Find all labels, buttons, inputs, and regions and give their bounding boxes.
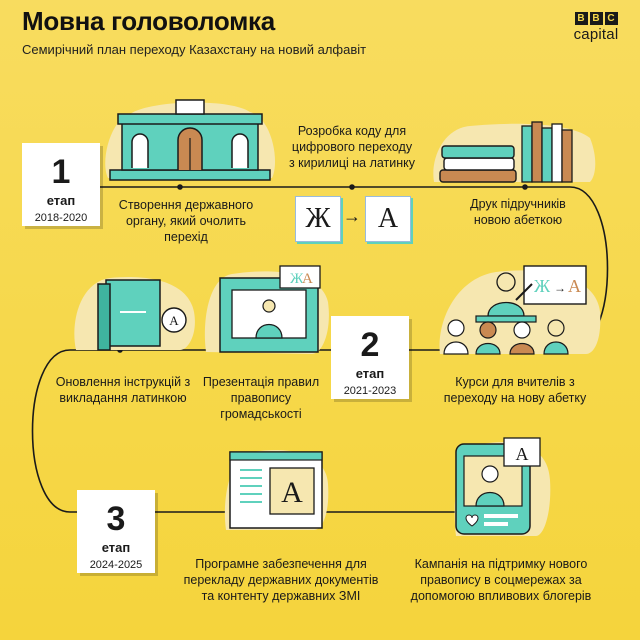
teacher-course-icon: Ж → A xyxy=(439,265,601,355)
stage-label: етап xyxy=(101,540,131,555)
step-software: Програмне забезпечення для перекладу дер… xyxy=(183,557,379,603)
step-develop-code: Розробка коду для цифрового переходу з к… xyxy=(288,124,416,170)
phone-campaign-icon: A xyxy=(454,437,551,536)
logo-letter: B xyxy=(589,12,603,25)
logo-letter: C xyxy=(604,12,618,25)
svg-text:Ж: Ж xyxy=(290,271,304,287)
logo-capital: capital xyxy=(573,26,619,43)
stage-number: 2 xyxy=(360,326,380,364)
stage-years: 2021-2023 xyxy=(343,385,397,397)
timeline-dot xyxy=(522,184,528,190)
stage-years: 2018-2020 xyxy=(34,212,88,224)
stage-card-2: 2 етап 2021-2023 xyxy=(331,316,409,399)
stage-label: етап xyxy=(46,193,76,208)
svg-text:A: A xyxy=(281,476,303,509)
page-subtitle: Семирічний план переходу Казахстану на н… xyxy=(22,42,367,57)
step-present-rules: Презентація правил правопису громадськос… xyxy=(202,375,320,421)
instruction-book-icon: A xyxy=(74,277,195,351)
newspaper-icon: A xyxy=(224,450,329,530)
cyrillic-letter: Ж xyxy=(295,196,341,242)
stage-label: етап xyxy=(355,366,385,381)
timeline-dot xyxy=(177,184,183,190)
latin-letter: A xyxy=(365,196,411,242)
step-create-body: Створення державного органу, який очолит… xyxy=(118,198,254,244)
cyrillic-to-latin-graphic: Ж → A xyxy=(295,196,413,248)
step-update-instructions: Оновлення інструкцій з викладання латинк… xyxy=(55,375,191,405)
svg-text:A: A xyxy=(169,313,179,328)
arrow-icon: → xyxy=(343,206,361,226)
step-campaign: Кампанія на підтримку нового правопису в… xyxy=(410,557,592,603)
presentation-screen-icon: Ж A xyxy=(204,265,329,354)
stage-years: 2024-2025 xyxy=(89,559,143,571)
svg-text:→: → xyxy=(554,281,566,295)
timeline-dot xyxy=(349,184,355,190)
page-title: Мовна головоломка xyxy=(22,6,275,36)
step-print-textbooks: Друк підручників новою абеткою xyxy=(470,197,566,227)
step-teacher-courses: Курси для вчителів з переходу на нову аб… xyxy=(443,375,587,405)
stage-card-3: 3 етап 2024-2025 xyxy=(77,490,155,573)
stage-card-1: 1 етап 2018-2020 xyxy=(22,143,100,226)
svg-text:A: A xyxy=(302,271,313,287)
stage-number: 1 xyxy=(51,153,71,191)
bbc-capital-logo: B B C capital xyxy=(566,12,626,43)
svg-text:A: A xyxy=(516,444,529,464)
stage-number: 3 xyxy=(106,500,126,538)
logo-letter: B xyxy=(574,12,588,25)
svg-text:Ж: Ж xyxy=(534,276,551,296)
svg-text:A: A xyxy=(568,276,581,296)
textbooks-icon xyxy=(433,121,596,183)
government-building-icon xyxy=(105,99,276,181)
